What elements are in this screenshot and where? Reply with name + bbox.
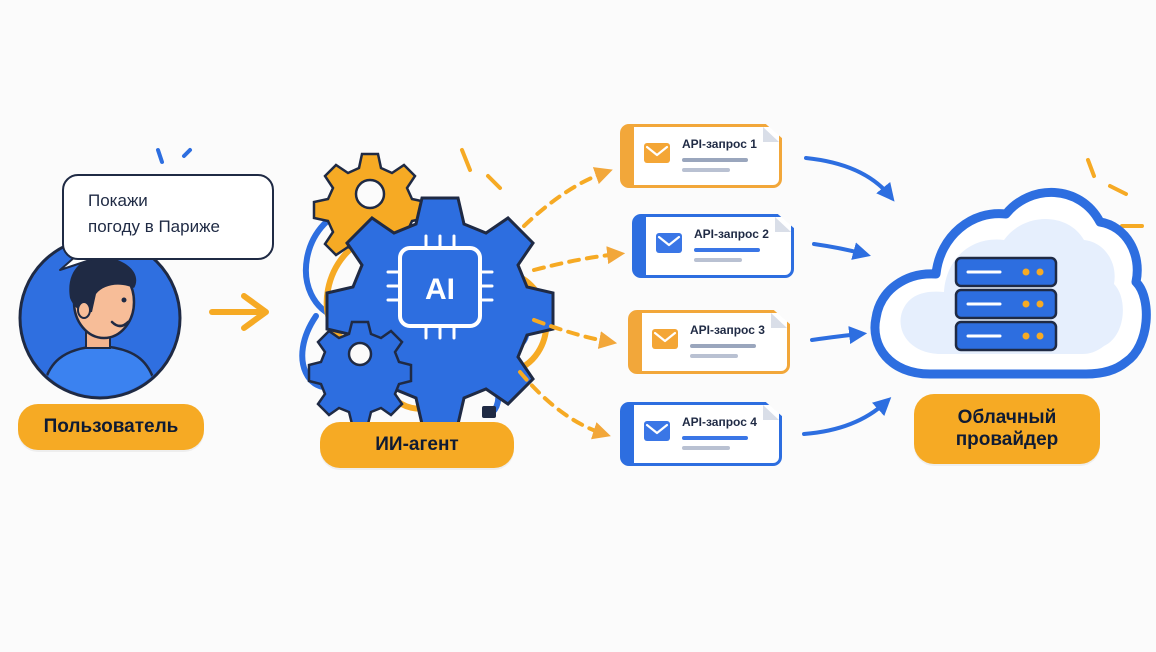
card-text-line [690,344,756,348]
user-label: Пользователь [18,404,204,450]
cloud-provider-label-line-1: Облачный [957,407,1057,428]
sparkle-icon [460,148,502,190]
speech-bubble: Покажи погоду в Париже [62,174,274,260]
user-label-text: Пользователь [43,416,179,437]
agent-label-text: ИИ-агент [375,434,459,455]
sparkle-icon [156,148,192,164]
agent-label: ИИ-агент [320,422,514,468]
card-text-line [690,354,738,358]
cloud-provider-label: Облачный провайдер [914,394,1100,464]
gear-icon [307,320,413,426]
envelope-icon [644,421,670,441]
api-request-label: API-запрос 1 [682,137,757,151]
cloud-provider-label-line-2: провайдер [955,429,1059,450]
api-request-label: API-запрос 2 [694,227,769,241]
user-avatar-icon [18,236,182,400]
api-request-card: API-запрос 4 [620,402,782,466]
ai-chip-icon: AI [386,234,494,340]
sparkle-icon [1086,158,1144,228]
server-icon [954,256,1058,352]
ai-chip-label: AI [425,273,455,306]
api-request-card: API-запрос 2 [632,214,794,278]
connector-lines [802,156,895,436]
card-text-line [694,258,742,262]
card-text-line [682,436,748,440]
envelope-icon [656,233,682,253]
api-request-card: API-запрос 3 [628,310,790,374]
api-request-label: API-запрос 4 [682,415,757,429]
cloud-provider-label-text: Облачный провайдер [956,407,1059,451]
speech-bubble-line-2: погоду в Париже [88,217,220,236]
connector-lines [518,167,626,440]
arrow-icon [209,293,269,331]
speech-bubble-line-1: Покажи [88,191,148,210]
card-text-line [682,158,748,162]
api-request-card: API-запрос 1 [620,124,782,188]
envelope-icon [652,329,678,349]
card-text-line [682,168,730,172]
envelope-icon [644,143,670,163]
api-request-label: API-запрос 3 [690,323,765,337]
card-text-line [694,248,760,252]
card-text-line [682,446,730,450]
